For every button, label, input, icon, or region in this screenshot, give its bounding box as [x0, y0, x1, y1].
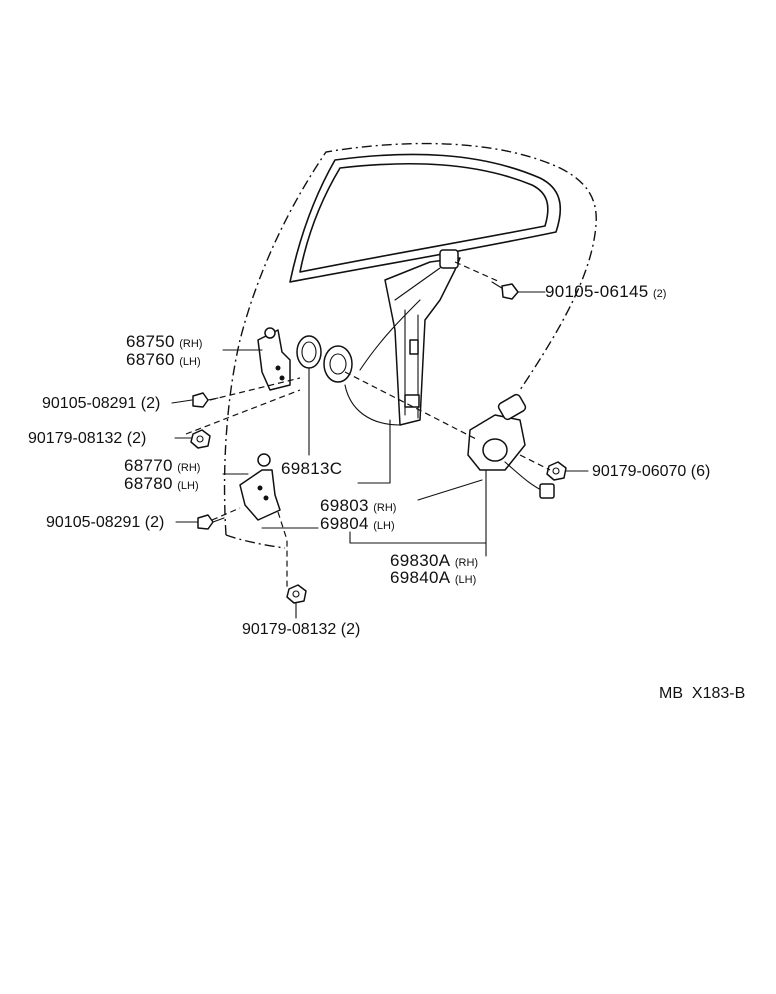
seal-ring — [296, 335, 322, 369]
label-upper-hinge-lh: 68760 (LH) — [126, 350, 201, 369]
label-regulator-lh: 69804 (LH) — [320, 514, 395, 533]
label-motor-lh: 69840A (LH) — [390, 568, 477, 587]
door-outline — [223, 142, 597, 549]
label-bolt-lower-hinge: 90105-08291 (2) — [46, 514, 165, 531]
assembly-lines — [185, 261, 551, 588]
label-bolt-top: 90105-06145 (2) — [545, 282, 667, 301]
bolt-lower-hinge — [197, 514, 225, 530]
leader-lines — [171, 291, 589, 619]
label-upper-hinge-rh: 68750 (RH) — [126, 332, 203, 351]
regulator-motor — [467, 393, 555, 499]
nut-upper-hinge — [190, 429, 211, 449]
upper-hinge — [257, 327, 291, 391]
label-nut-lower-hinge: 90179-08132 (2) — [242, 621, 361, 638]
figure-code: MB X183-B — [659, 685, 746, 702]
label-seal: 69813C — [281, 459, 343, 478]
label-nut-upper-hinge: 90179-08132 (2) — [28, 430, 147, 447]
label-lower-hinge-lh: 68780 (LH) — [124, 474, 199, 493]
window-regulator — [323, 249, 461, 426]
nut-motor — [546, 461, 567, 481]
label-nut-motor: 90179-06070 (6) — [592, 463, 711, 480]
label-lower-hinge-rh: 68770 (RH) — [124, 456, 201, 475]
lower-hinge — [239, 453, 281, 521]
label-motor-rh: 69830A (RH) — [390, 551, 479, 570]
label-regulator-rh: 69803 (RH) — [320, 496, 397, 515]
bolt-upper-hinge — [192, 392, 219, 408]
label-bolt-upper-hinge: 90105-08291 (2) — [42, 395, 161, 412]
nut-lower-hinge — [286, 584, 307, 604]
window-frame — [289, 153, 562, 283]
bolt-top — [491, 281, 519, 300]
